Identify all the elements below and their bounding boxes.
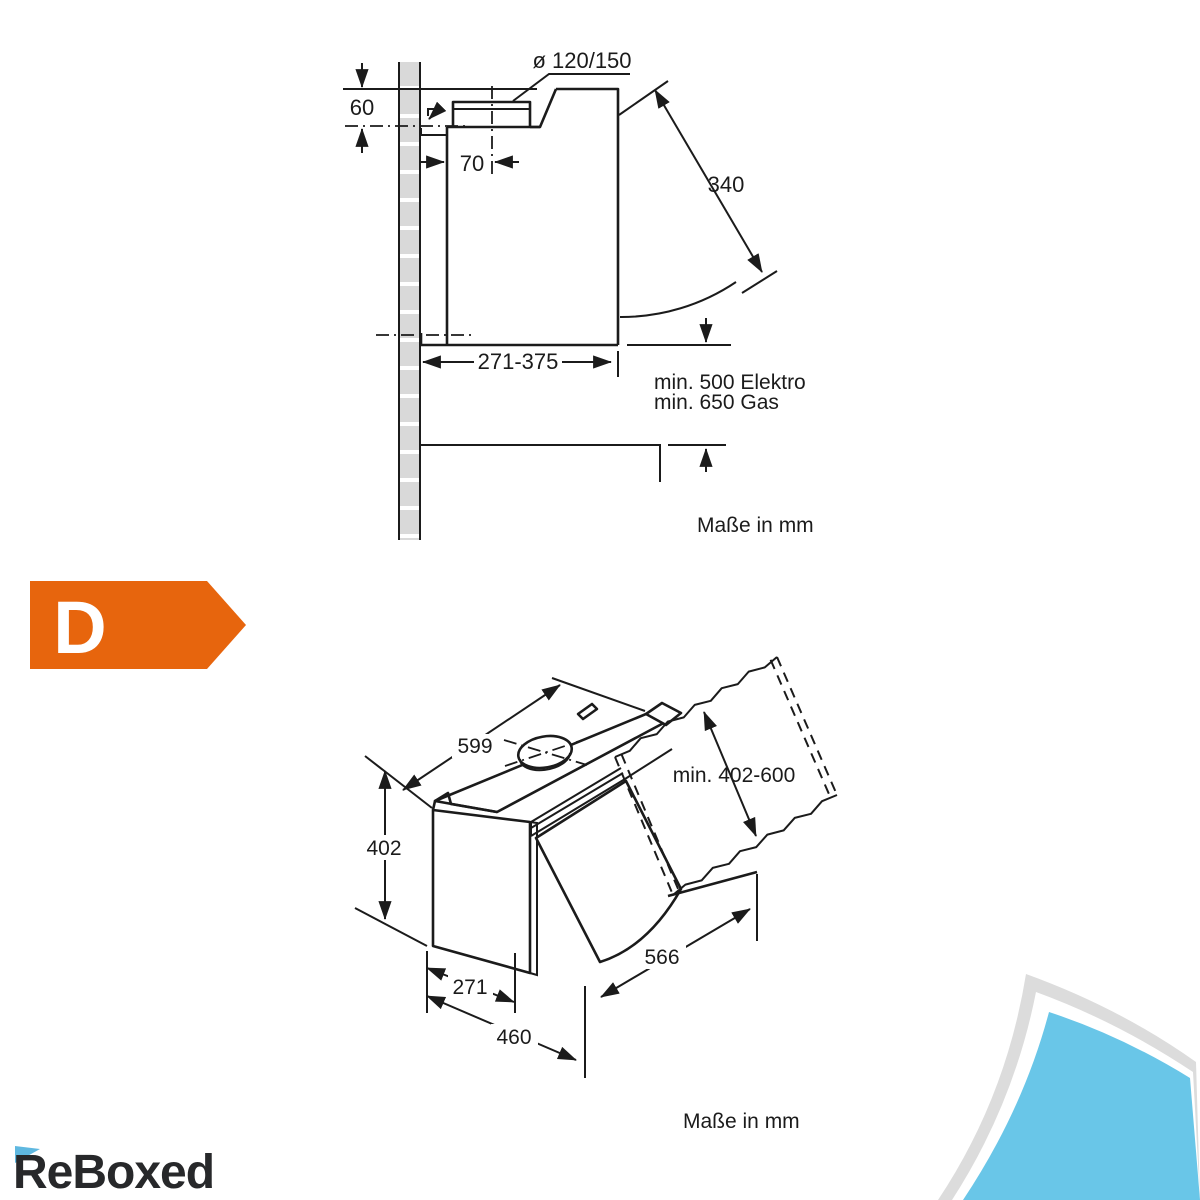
front-panel [431, 808, 538, 977]
units-caption-iso: Maße in mm [683, 1110, 800, 1133]
dimension-460: 460 [426, 986, 586, 1078]
page-curl [938, 974, 1200, 1200]
visor-face [534, 779, 683, 964]
units-caption-top: Maße in mm [697, 514, 814, 537]
plate-tab [576, 702, 599, 721]
reboxed-logo: ReBoxed [13, 1146, 215, 1199]
duct-diameter-label: ø 120/150 [532, 48, 631, 73]
min-gas-label: min. 650 Gas [654, 391, 779, 414]
dim-door-label: min. 402-600 [673, 764, 796, 787]
dimension-402: 402 [354, 770, 428, 947]
dim-566-label: 566 [644, 946, 679, 969]
dimension-566: 566 [600, 874, 758, 998]
visor-swing: 340 [618, 80, 778, 319]
dimension-599: 599 [364, 677, 646, 809]
dimension-60: 60 [350, 63, 374, 153]
isometric-diagram: 599 min. 402-600 402 271 460 [354, 656, 838, 1133]
side-view-diagram: ø 120/150 60 70 340 271-375 [343, 48, 814, 540]
wall-tiles [398, 62, 421, 540]
dim-340-label: 340 [708, 172, 745, 197]
min-distance-dimension: min. 500 Elektro min. 650 Gas [420, 318, 806, 482]
dim-599-label: 599 [457, 735, 492, 758]
dim-271-label: 271 [452, 976, 487, 999]
brand-name: ReBoxed [13, 1146, 214, 1199]
energy-rating-badge: D [30, 581, 246, 669]
body-bottom-edge [667, 870, 758, 898]
dimension-door-panel: min. 402-600 [673, 711, 796, 837]
dimension-70: 70 [421, 151, 519, 176]
mounting-hook [420, 101, 447, 136]
duct-callout: ø 120/150 [512, 48, 632, 102]
dim-70-label: 70 [460, 151, 484, 176]
dimension-depth-range: 271-375 [422, 349, 619, 377]
dim-60-label: 60 [350, 95, 374, 120]
energy-arrow-shape [30, 581, 246, 669]
hood-outline [343, 87, 620, 347]
logo-fold-icon [15, 1146, 40, 1163]
energy-rating-letter: D [53, 586, 106, 669]
body-rails [530, 748, 673, 837]
cabinet-door-panel [614, 656, 838, 896]
min-electric-label: min. 500 Elektro [654, 371, 806, 394]
page-curl-front [963, 1012, 1200, 1200]
dim-460-label: 460 [496, 1026, 531, 1049]
dim-depth-range-label: 271-375 [478, 349, 559, 374]
dim-402-label: 402 [366, 837, 401, 860]
